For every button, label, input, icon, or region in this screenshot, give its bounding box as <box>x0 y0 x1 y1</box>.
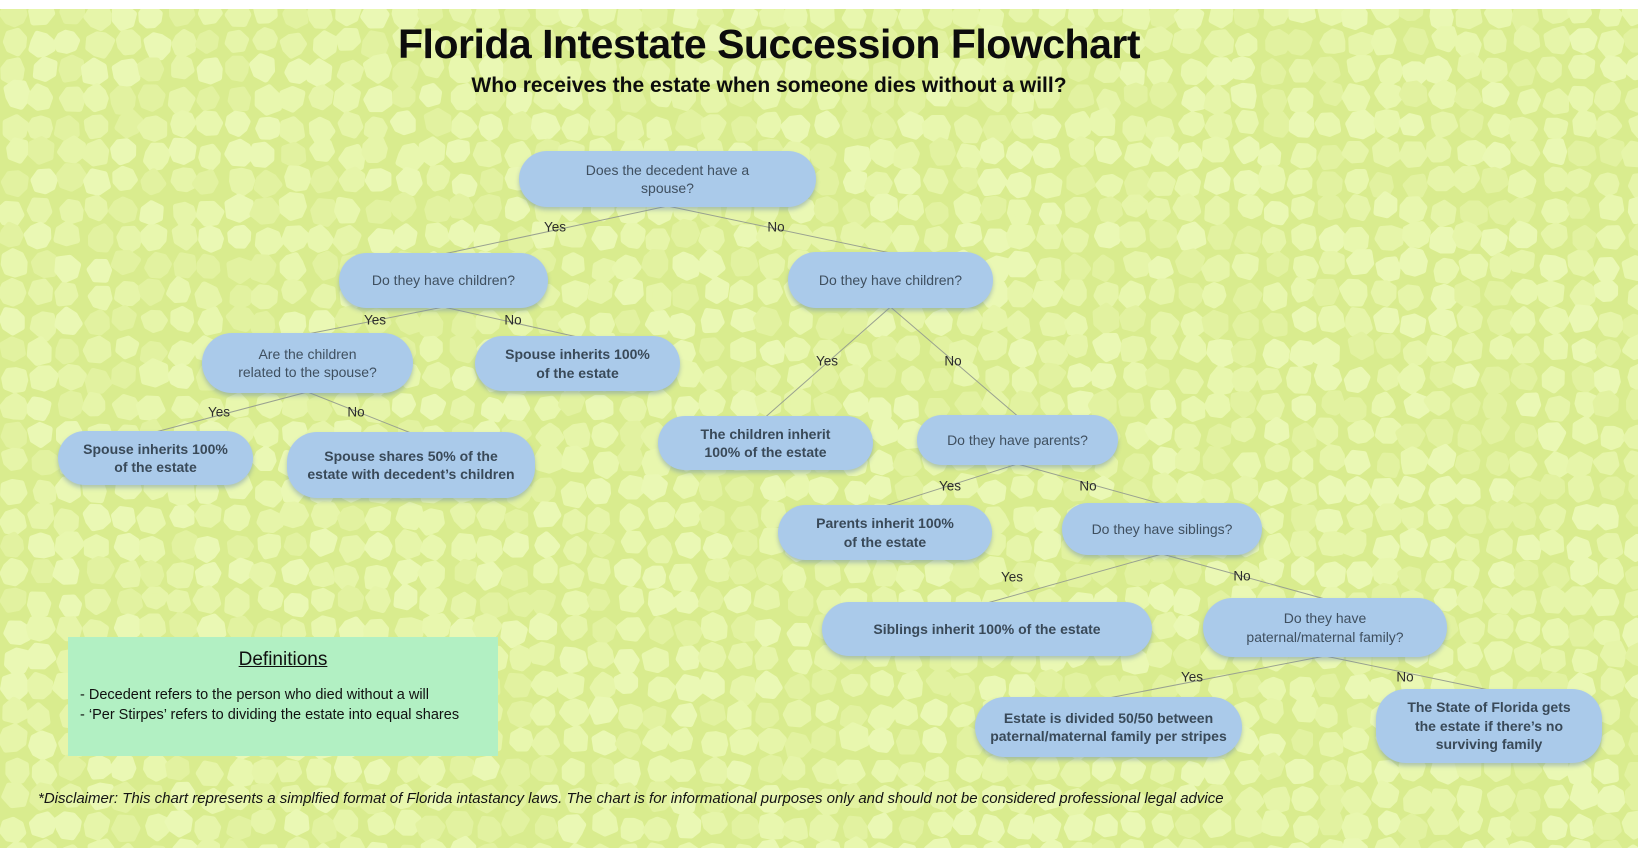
edge-line-q_related-o_spouse_all_2 <box>155 391 308 433</box>
edge-label-no-5: No <box>347 404 365 420</box>
flow-node-q-children-yes: Do they have children? <box>339 253 548 308</box>
flow-node-q-spouse: Does the decedent have a spouse? <box>519 151 816 207</box>
edge-label-yes-12: Yes <box>1180 669 1204 685</box>
flow-node-o-spouse-all-1: Spouse inherits 100% of the estate <box>475 336 680 391</box>
edge-label-no-13: No <box>1396 669 1414 685</box>
flow-node-o-parents-all: Parents inherit 100% of the estate <box>778 505 992 560</box>
edge-line-q_spouse-q_children_no <box>667 205 891 254</box>
flow-node-o-split: Estate is divided 50/50 between paternal… <box>975 697 1242 757</box>
edge-line-q_children_yes-q_related <box>307 306 444 335</box>
edge-label-yes-4: Yes <box>207 404 231 420</box>
flow-node-o-spouse-all-2: Spouse inherits 100% of the estate <box>58 431 253 485</box>
top-white-band <box>0 0 1638 9</box>
edge-label-yes-6: Yes <box>815 353 839 369</box>
edge-line-q_children_yes-o_spouse_all_1 <box>443 306 578 338</box>
edge-label-no-7: No <box>944 353 962 369</box>
flow-node-q-parents: Do they have parents? <box>917 415 1118 465</box>
disclaimer-text: *Disclaimer: This chart represents a sim… <box>38 790 1224 807</box>
flow-node-q-siblings: Do they have siblings? <box>1062 503 1262 555</box>
definitions-box: Definitions - Decedent refers to the per… <box>68 637 498 756</box>
edge-label-yes-2: Yes <box>363 312 387 328</box>
flow-node-o-state: The State of Florida gets the estate if … <box>1376 689 1602 763</box>
page-subtitle: Who receives the estate when someone die… <box>471 74 1067 98</box>
page-title: Florida Intestate Succession Flowchart <box>398 21 1140 67</box>
flow-node-o-children-all: The children inherit 100% of the estate <box>658 416 873 470</box>
edge-line-q_spouse-q_children_yes <box>443 205 668 255</box>
bottom-white-band <box>0 848 1638 858</box>
edge-label-no-1: No <box>767 219 785 235</box>
edge-line-q_paternal-o_state <box>1324 655 1490 691</box>
edge-line-q_children_no-q_parents <box>890 306 1018 417</box>
edge-line-q_children_no-o_children_all <box>765 306 891 418</box>
definition-item: - Decedent refers to the person who died… <box>80 687 429 703</box>
definition-item: - ‘Per Stirpes’ refers to dividing the e… <box>80 707 460 723</box>
edge-label-yes-0: Yes <box>543 219 567 235</box>
edge-line-q_paternal-o_split <box>1108 655 1326 699</box>
chart-header: Florida Intestate Succession Flowchart W… <box>0 21 1538 98</box>
edge-line-q_parents-o_parents_all <box>884 463 1018 507</box>
flow-node-q-paternal: Do they have paternal/maternal family? <box>1203 598 1447 657</box>
edge-line-q_parents-q_siblings <box>1017 463 1163 505</box>
edge-line-q_siblings-o_siblings_all <box>986 553 1163 604</box>
edge-label-no-11: No <box>1233 568 1251 584</box>
flow-node-q-related: Are the children related to the spouse? <box>202 333 413 393</box>
flow-node-q-children-no: Do they have children? <box>788 252 993 308</box>
flow-node-o-spouse-half: Spouse shares 50% of the estate with dec… <box>287 432 535 498</box>
edge-label-yes-10: Yes <box>1000 569 1024 585</box>
edge-label-no-9: No <box>1079 478 1097 494</box>
edge-line-q_siblings-q_paternal <box>1161 553 1326 600</box>
edge-line-q_related-o_spouse_half <box>307 391 412 434</box>
edge-label-yes-8: Yes <box>938 478 962 494</box>
definitions-list: - Decedent refers to the person who died… <box>80 685 486 725</box>
edge-label-no-3: No <box>504 312 522 328</box>
flow-node-o-siblings-all: Siblings inherit 100% of the estate <box>822 602 1152 656</box>
definitions-title: Definitions <box>238 649 328 670</box>
